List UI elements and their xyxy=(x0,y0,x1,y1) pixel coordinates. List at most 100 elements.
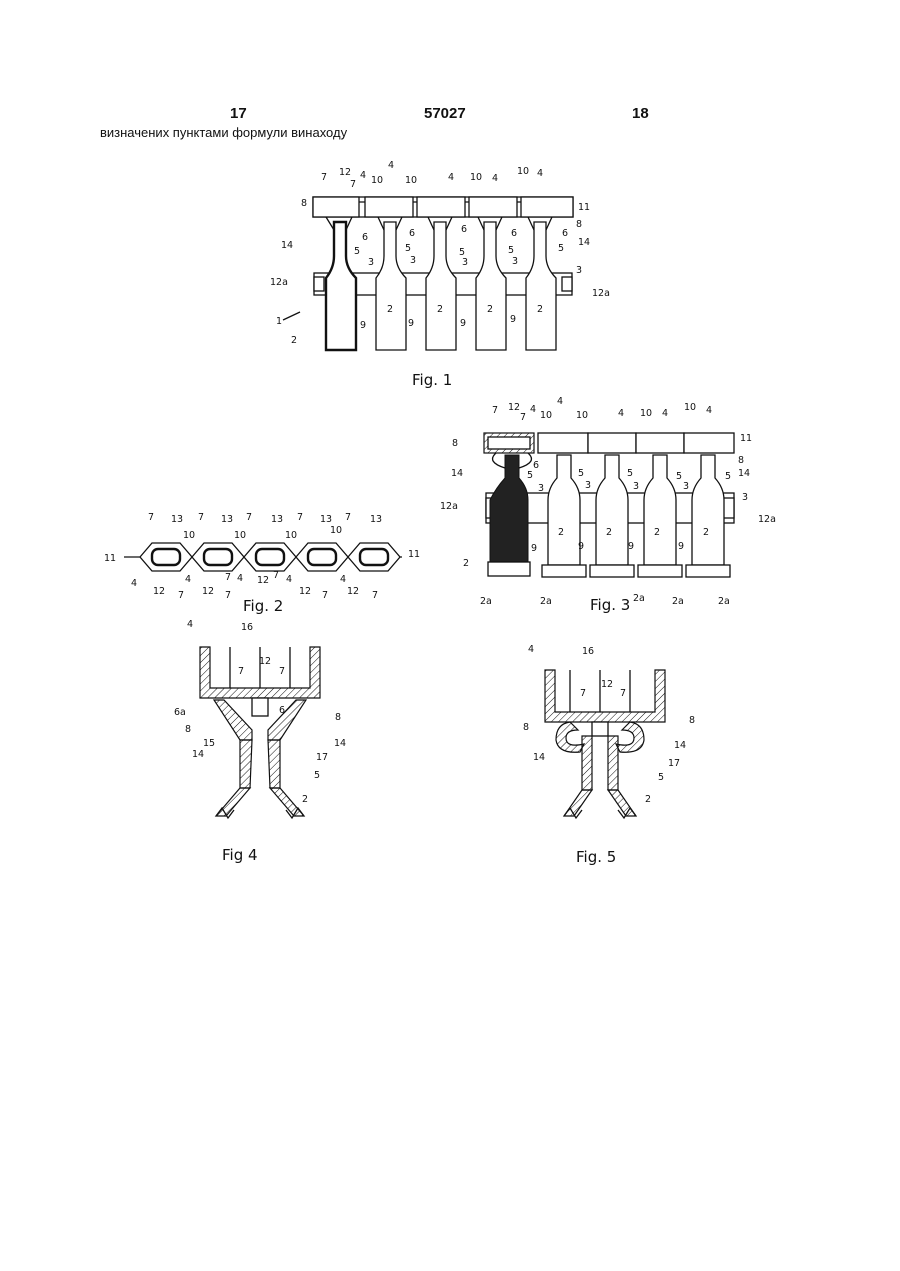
svg-text:4: 4 xyxy=(537,168,543,179)
svg-text:14: 14 xyxy=(281,240,293,251)
svg-text:4: 4 xyxy=(618,408,624,419)
svg-text:8: 8 xyxy=(452,438,458,449)
svg-text:3: 3 xyxy=(683,481,689,492)
svg-text:10: 10 xyxy=(405,175,417,186)
svg-text:8: 8 xyxy=(689,715,695,726)
svg-text:8: 8 xyxy=(335,712,341,723)
figure-2: 7137 13713 7137 13 10101010 1111 444 44 … xyxy=(104,512,420,615)
svg-text:9: 9 xyxy=(531,543,537,554)
svg-text:2: 2 xyxy=(291,335,297,346)
svg-text:10: 10 xyxy=(540,410,552,421)
svg-text:12: 12 xyxy=(153,586,165,597)
svg-text:10: 10 xyxy=(576,410,588,421)
svg-text:7: 7 xyxy=(198,512,204,523)
svg-text:2: 2 xyxy=(302,794,308,805)
svg-text:14: 14 xyxy=(451,468,463,479)
svg-text:5: 5 xyxy=(405,243,411,254)
svg-text:7: 7 xyxy=(350,179,356,190)
svg-text:9: 9 xyxy=(678,541,684,552)
fig4-caption: Fig 4 xyxy=(222,846,258,864)
svg-text:4: 4 xyxy=(528,644,534,655)
svg-text:14: 14 xyxy=(674,740,686,751)
figure-5: 4167 127 8814 14175 2 Fig. 5 xyxy=(523,644,695,866)
svg-text:3: 3 xyxy=(538,483,544,494)
svg-text:7: 7 xyxy=(580,688,586,699)
svg-text:10: 10 xyxy=(183,530,195,541)
fig3-bottles xyxy=(488,455,730,577)
svg-text:10: 10 xyxy=(470,172,482,183)
svg-text:2: 2 xyxy=(537,304,543,315)
svg-text:6a: 6a xyxy=(174,707,186,718)
svg-text:9: 9 xyxy=(360,320,366,331)
svg-text:6: 6 xyxy=(362,232,368,243)
svg-text:12: 12 xyxy=(347,586,359,597)
svg-text:12: 12 xyxy=(259,656,271,667)
svg-text:3: 3 xyxy=(633,481,639,492)
svg-text:8: 8 xyxy=(738,455,744,466)
svg-text:6: 6 xyxy=(409,228,415,239)
svg-text:9: 9 xyxy=(578,541,584,552)
svg-text:4: 4 xyxy=(185,574,191,585)
svg-text:7: 7 xyxy=(492,405,498,416)
svg-text:2: 2 xyxy=(654,527,660,538)
svg-text:11: 11 xyxy=(740,433,752,444)
svg-text:10: 10 xyxy=(234,530,246,541)
svg-text:16: 16 xyxy=(582,646,594,657)
svg-text:3: 3 xyxy=(576,265,582,276)
svg-text:12: 12 xyxy=(257,575,269,586)
svg-text:2: 2 xyxy=(387,304,393,315)
svg-text:5: 5 xyxy=(676,471,682,482)
svg-text:2: 2 xyxy=(558,527,564,538)
svg-text:14: 14 xyxy=(533,752,545,763)
svg-text:5: 5 xyxy=(658,772,664,783)
svg-text:9: 9 xyxy=(510,314,516,325)
svg-text:7: 7 xyxy=(178,590,184,601)
fig3-caption: Fig. 3 xyxy=(590,596,630,614)
svg-text:4: 4 xyxy=(388,160,394,171)
svg-text:3: 3 xyxy=(742,492,748,503)
svg-text:2a: 2a xyxy=(480,596,492,607)
svg-text:7: 7 xyxy=(238,666,244,677)
svg-text:5: 5 xyxy=(578,468,584,479)
svg-text:12a: 12a xyxy=(440,501,458,512)
svg-text:2a: 2a xyxy=(718,596,730,607)
svg-text:9: 9 xyxy=(408,318,414,329)
svg-text:2: 2 xyxy=(487,304,493,315)
svg-text:3: 3 xyxy=(368,257,374,268)
svg-text:4: 4 xyxy=(448,172,454,183)
svg-text:13: 13 xyxy=(271,514,283,525)
svg-text:12: 12 xyxy=(339,167,351,178)
svg-text:10: 10 xyxy=(517,166,529,177)
svg-text:8: 8 xyxy=(523,722,529,733)
svg-text:14: 14 xyxy=(738,468,750,479)
fig2-caption: Fig. 2 xyxy=(243,597,283,615)
svg-text:4: 4 xyxy=(706,405,712,416)
svg-text:13: 13 xyxy=(171,514,183,525)
svg-text:13: 13 xyxy=(221,514,233,525)
svg-text:7: 7 xyxy=(297,512,303,523)
svg-text:4: 4 xyxy=(237,573,243,584)
figure-3: 7127 4104 10410 4104 1188 61414 555 55 3… xyxy=(440,396,776,614)
svg-text:3: 3 xyxy=(585,480,591,491)
svg-text:11: 11 xyxy=(408,549,420,560)
svg-text:7: 7 xyxy=(322,590,328,601)
svg-text:7: 7 xyxy=(148,512,154,523)
svg-text:8: 8 xyxy=(185,724,191,735)
figure-1: 7127 4104 10410 4104 1188 666 66 555 55 … xyxy=(270,160,610,389)
svg-text:4: 4 xyxy=(131,578,137,589)
svg-text:4: 4 xyxy=(662,408,668,419)
svg-text:17: 17 xyxy=(668,758,680,769)
svg-text:12: 12 xyxy=(202,586,214,597)
svg-text:5: 5 xyxy=(527,470,533,481)
svg-text:6: 6 xyxy=(562,228,568,239)
svg-text:10: 10 xyxy=(285,530,297,541)
svg-text:5: 5 xyxy=(508,245,514,256)
svg-text:7: 7 xyxy=(345,512,351,523)
svg-text:3: 3 xyxy=(410,255,416,266)
svg-text:12: 12 xyxy=(508,402,520,413)
svg-text:10: 10 xyxy=(640,408,652,419)
svg-text:4: 4 xyxy=(492,173,498,184)
svg-text:10: 10 xyxy=(371,175,383,186)
svg-text:7: 7 xyxy=(225,572,231,583)
